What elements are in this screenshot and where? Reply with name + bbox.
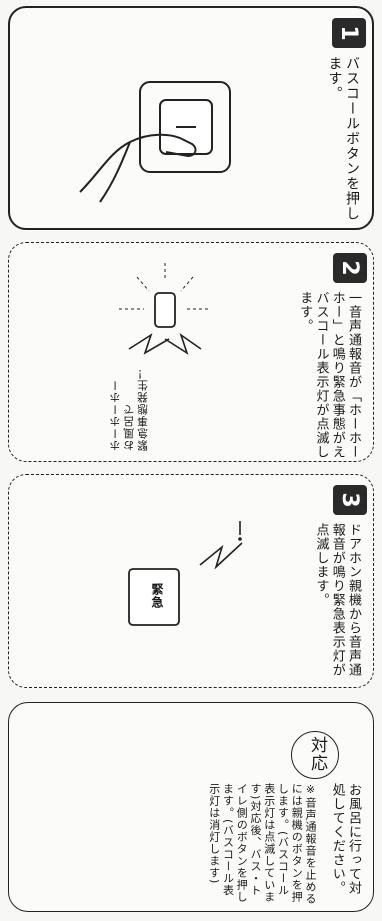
sound-lightning-illustration [194, 513, 274, 573]
step-2-panel: 2 一音声通報音が「ホーホーホー」と鳴り緊急事態がえバスコール表示灯が点滅します… [8, 242, 374, 462]
response-note: ※音声通報音を止めるには親機のボタンを押します。(バスコール表示灯は点滅していま… [207, 783, 317, 905]
step-3-panel: 3 ドアホン親機から音声通報音が鳴り緊急表示灯が点滅します。 緊急 [8, 474, 374, 688]
response-panel: 対応 お風呂に行って対処してください。 ※音声通報音を止めるには親機のボタンを押… [8, 702, 374, 912]
intercom-display-illustration [119, 563, 189, 633]
alarm-sound-illustration [89, 253, 249, 363]
emergency-display-label: 緊急 [150, 583, 164, 609]
speech-bubble-text: ホーホーホー お風呂で 緊急事態発生！ [109, 367, 150, 451]
step-1-text: バスコールボタンを押します。 [326, 56, 361, 221]
response-title-circle [291, 731, 339, 779]
step-3-text: ドアホン親機から音声通報音が鳴り緊急表示灯が点滅します。 [313, 523, 362, 677]
response-instruction: お風呂に行って対処してください。 [329, 783, 361, 895]
step-2-text: 一音声通報音が「ホーホーホー」と鳴り緊急事態がえバスコール表示灯が点滅します。 [297, 291, 361, 459]
step-1-number: 1 [332, 18, 366, 48]
step-3-number: 3 [333, 485, 367, 515]
step-2-number: 2 [333, 253, 367, 283]
response-title: 対応 [307, 736, 327, 772]
step-1-panel: 1 バスコールボタンを押します。 [8, 6, 374, 230]
bath-call-button-illustration [70, 42, 270, 212]
